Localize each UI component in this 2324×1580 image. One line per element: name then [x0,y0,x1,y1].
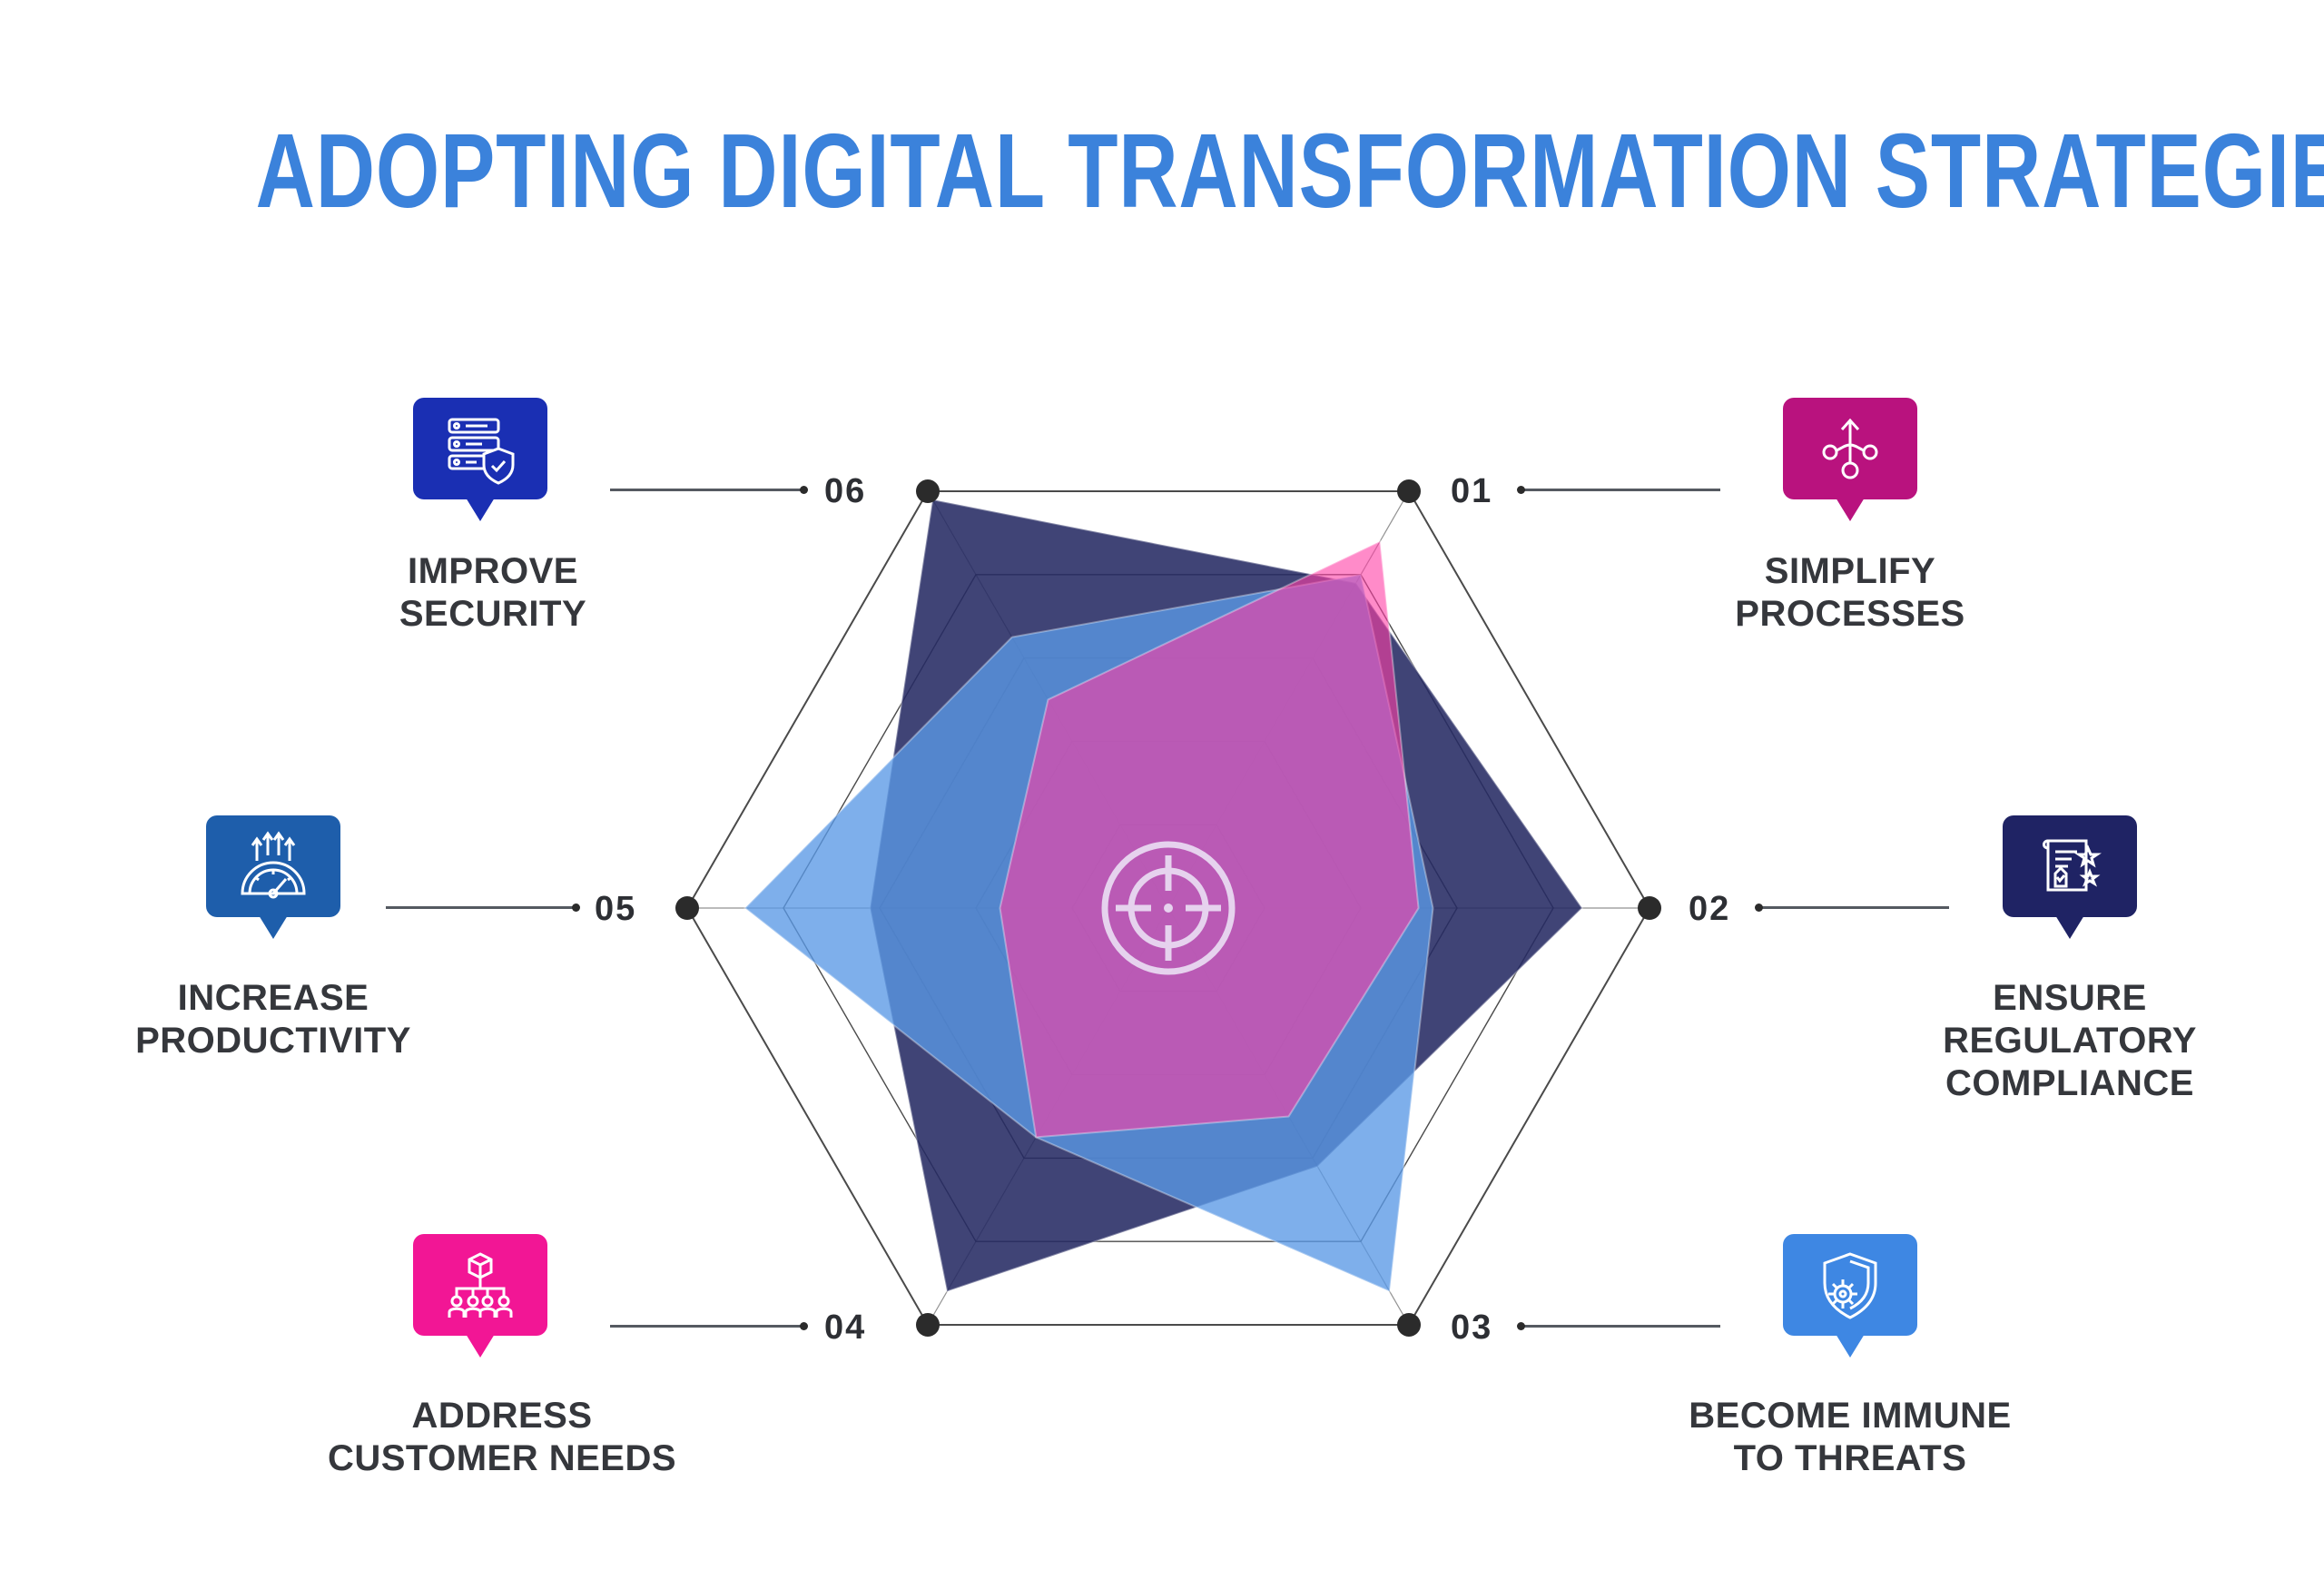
speedometer-growth-icon [241,831,306,899]
process-flow-icon [1822,418,1878,479]
page-title: ADOPTING DIGITAL TRANSFORMATION STRATEGI… [255,112,2324,230]
axis-number-02: 02 [1689,890,1731,928]
vertex-dot-02 [1638,896,1661,920]
connector-04 [610,1322,808,1330]
server-shield-icon [448,418,515,485]
badge-address-customer-needs [413,1234,547,1358]
vertex-dot-03 [1397,1312,1421,1337]
vertex-dot-05 [675,896,699,920]
connector-03 [1517,1322,1720,1330]
axis-number-04: 04 [824,1308,867,1347]
radar-series [743,499,1584,1293]
shield-virus-icon [1823,1252,1877,1319]
badge-simplify-processes [1783,398,1917,521]
connector-06 [610,486,808,494]
vertex-dot-01 [1397,479,1421,504]
badge-become-immune-to-threats [1783,1234,1917,1358]
connector-05 [386,904,580,912]
vertex-dot-04 [916,1312,940,1337]
axis-number-01: 01 [1451,472,1493,510]
radar-series-3 [999,539,1420,1139]
connector-02 [1755,904,1949,912]
compliance-document-icon [2043,839,2102,892]
axis-number-05: 05 [595,890,637,928]
customer-network-icon [448,1252,513,1318]
axis-number-03: 03 [1451,1308,1493,1347]
axis-number-06: 06 [824,472,867,510]
badge-increase-productivity [206,815,340,939]
radar-vertices [675,479,1661,1337]
vertex-dot-06 [916,479,940,504]
badge-ensure-regulatory-compliance [2003,815,2137,939]
connector-01 [1517,486,1720,494]
badge-improve-security [413,398,547,521]
crosshair-target-icon [1101,841,1236,975]
